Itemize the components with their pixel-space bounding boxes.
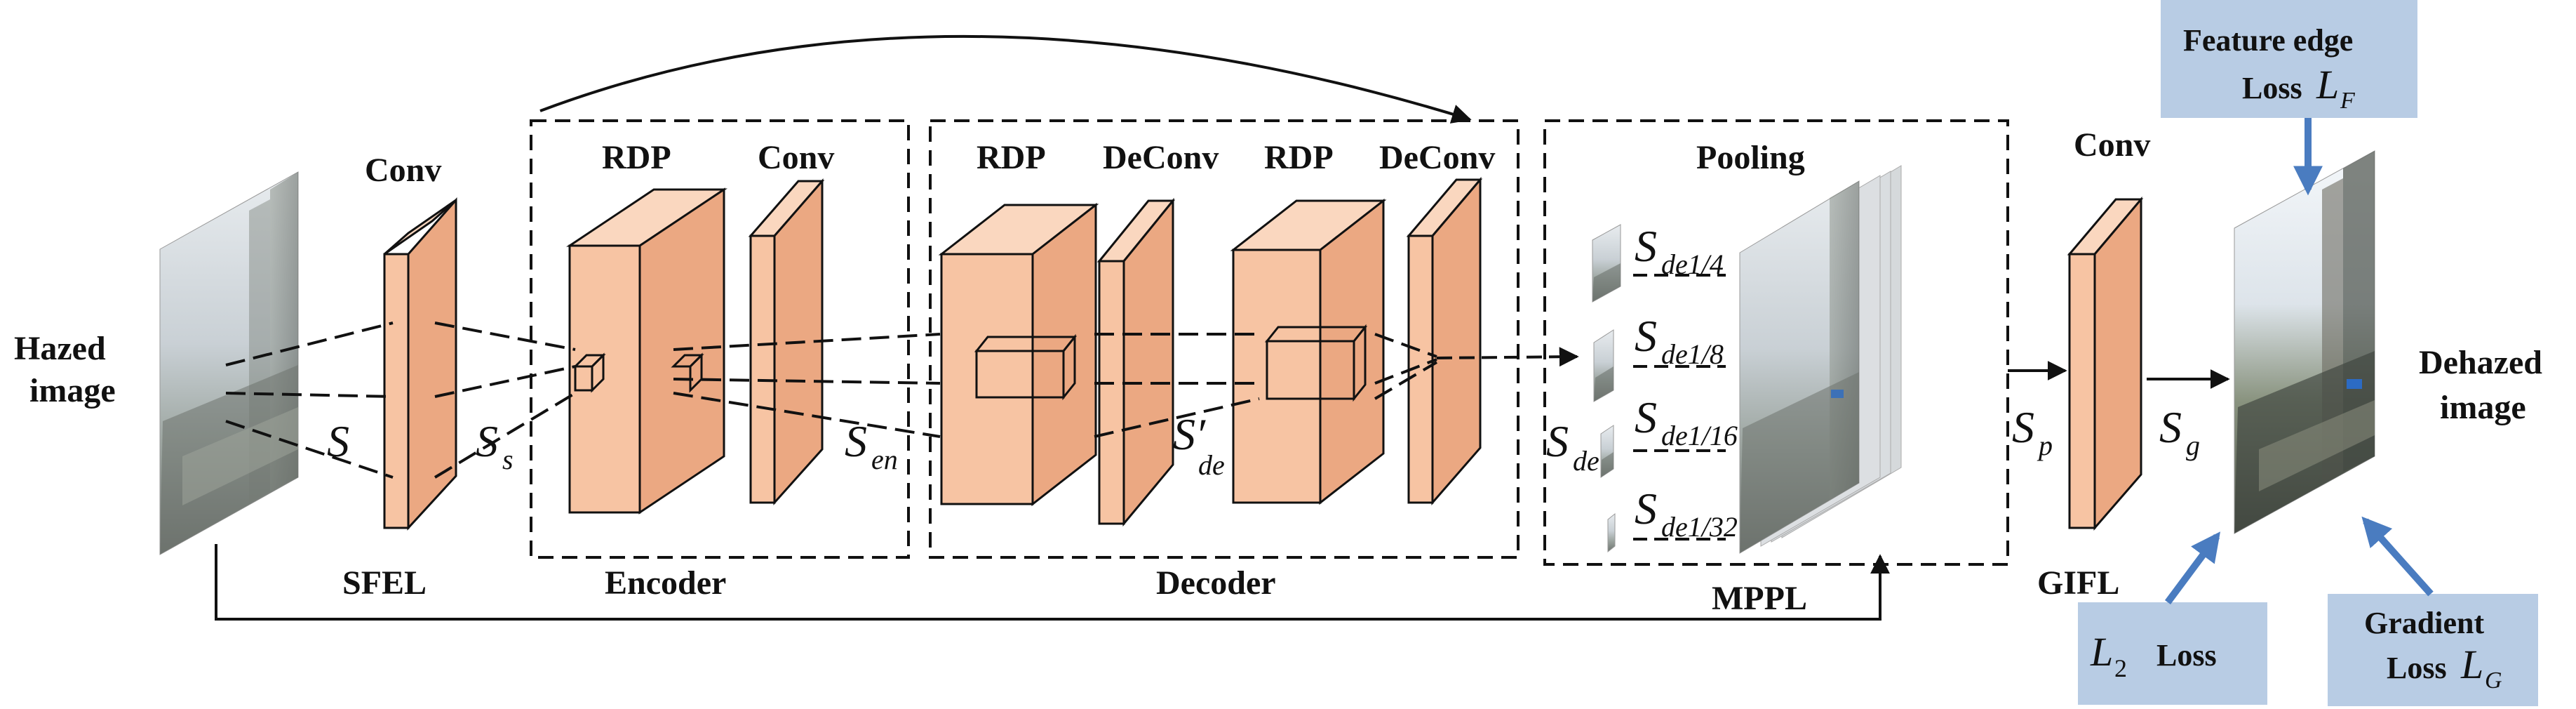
svg-text:s: s [502,444,514,475]
svg-text:L: L [2090,629,2113,675]
svg-text:F: F [2340,88,2356,114]
svg-text:L: L [2316,62,2339,107]
feature-edge-loss-line1: Feature edge [2183,23,2353,58]
inner-cube-decoder-2 [1264,324,1368,402]
svg-text:de1/4: de1/4 [1661,249,1724,280]
feature-edge-loss-line2: Loss L F [2242,62,2356,114]
svg-text:S: S [2159,402,2182,452]
decoder-rdp-label-1: RDP [977,139,1046,176]
svg-text:S: S [1635,221,1657,271]
sfel-label: SFEL [342,564,427,602]
svg-text:S: S [2012,402,2034,452]
decoder-deconv-label-1: DeConv [1103,139,1219,176]
thumbnail-1-8 [1593,329,1614,402]
gradient-loss-box [2328,594,2538,706]
svg-text:g: g [2186,430,2200,461]
symbol-Sde-1-8: S de1/8 [1635,311,1724,370]
inner-cube-encoder [572,352,704,393]
svg-text:p: p [2037,430,2053,461]
gradient-loss-line2: Loss L G [2387,642,2502,694]
thumbnail-1-16 [1600,425,1614,478]
svg-text:S: S [476,416,498,466]
skip-connection-arc [539,34,1472,124]
decoder-label: Decoder [1156,564,1276,602]
gifl-conv-label: Conv [2074,126,2150,164]
decoder-deconv-block-1 [1096,197,1176,527]
sfel-conv-block [383,197,457,531]
hazed-label-line2: image [29,372,116,409]
gifl-label: GIFL [2037,564,2119,602]
svg-text:S′: S′ [1173,409,1206,459]
symbol-Sde-1-4: S de1/4 [1635,221,1724,280]
encoder-conv-label: Conv [758,139,834,176]
mppl-label: MPPL [1712,580,1807,617]
gradient-loss-line1: Gradient [2364,606,2484,640]
arrow-decoder-to-mppl [1436,347,1579,367]
encoder-box [530,119,910,559]
svg-text:de: de [1573,445,1599,477]
svg-text:Loss: Loss [2156,638,2217,672]
symbol-S: S [327,416,349,466]
thumbnail-1-32 [1607,512,1616,553]
svg-text:S: S [1635,311,1657,361]
projection-lines [225,322,1438,479]
l2-loss-text: L 2 Loss [2090,629,2217,682]
gradient-loss-arrow [2361,516,2434,597]
svg-text:L: L [2460,642,2483,687]
symbol-Sg: S g [2159,402,2200,461]
symbol-Sde-1-16: S de1/16 [1635,392,1738,451]
svg-text:Loss: Loss [2242,71,2302,105]
decoder-rdp-block-1 [938,202,1099,507]
svg-text:S: S [845,416,867,466]
svg-text:2: 2 [2114,654,2127,682]
hazed-label-line1: Hazed [14,330,106,367]
symbol-Sde-1-32: S de1/32 [1635,484,1738,543]
svg-text:de1/8: de1/8 [1661,338,1724,370]
l2-loss-box [2078,602,2267,705]
decoder-rdp-label-2: RDP [1264,139,1334,176]
global-skip-line [215,544,1890,621]
encoder-rdp-block [566,187,727,515]
svg-text:de1/16: de1/16 [1661,420,1738,451]
svg-text:de1/32: de1/32 [1661,511,1738,543]
dehazed-label-line1: Dehazed [2419,344,2542,381]
decoder-box [929,119,1520,559]
svg-text:S: S [1546,416,1569,466]
dehazed-output-image [2234,150,2375,534]
dehazed-label-line2: image [2440,389,2526,426]
symbol-Sp: S p [2012,402,2053,461]
svg-text:G: G [2485,668,2502,694]
decoder-rdp-block-2 [1230,198,1387,505]
svg-text:S: S [1635,392,1657,442]
encoder-rdp-label: RDP [602,139,671,176]
decoder-deconv-label-2: DeConv [1379,139,1495,176]
pooling-label: Pooling [1696,139,1805,176]
feature-edge-loss-box [2161,0,2417,118]
symbol-Sen: S en [845,416,898,475]
svg-text:Loss: Loss [2387,651,2447,685]
l2-loss-arrow [2164,531,2221,604]
gifl-conv-block [2067,196,2144,531]
symbol-Sde-prime: S′ de [1173,409,1225,481]
sfel-conv-label: Conv [365,152,441,189]
pooled-image-stack [1739,165,1902,554]
symbol-Ss: S s [476,416,514,475]
svg-text:S: S [1635,484,1657,534]
decoder-deconv-block-2 [1406,176,1483,506]
svg-text:de: de [1198,449,1225,481]
svg-text:en: en [871,444,898,475]
thumbnail-1-4 [1592,224,1621,303]
symbol-Sde: S de [1546,416,1599,477]
inner-cube-decoder-1 [974,333,1078,401]
encoder-label: Encoder [605,564,726,602]
